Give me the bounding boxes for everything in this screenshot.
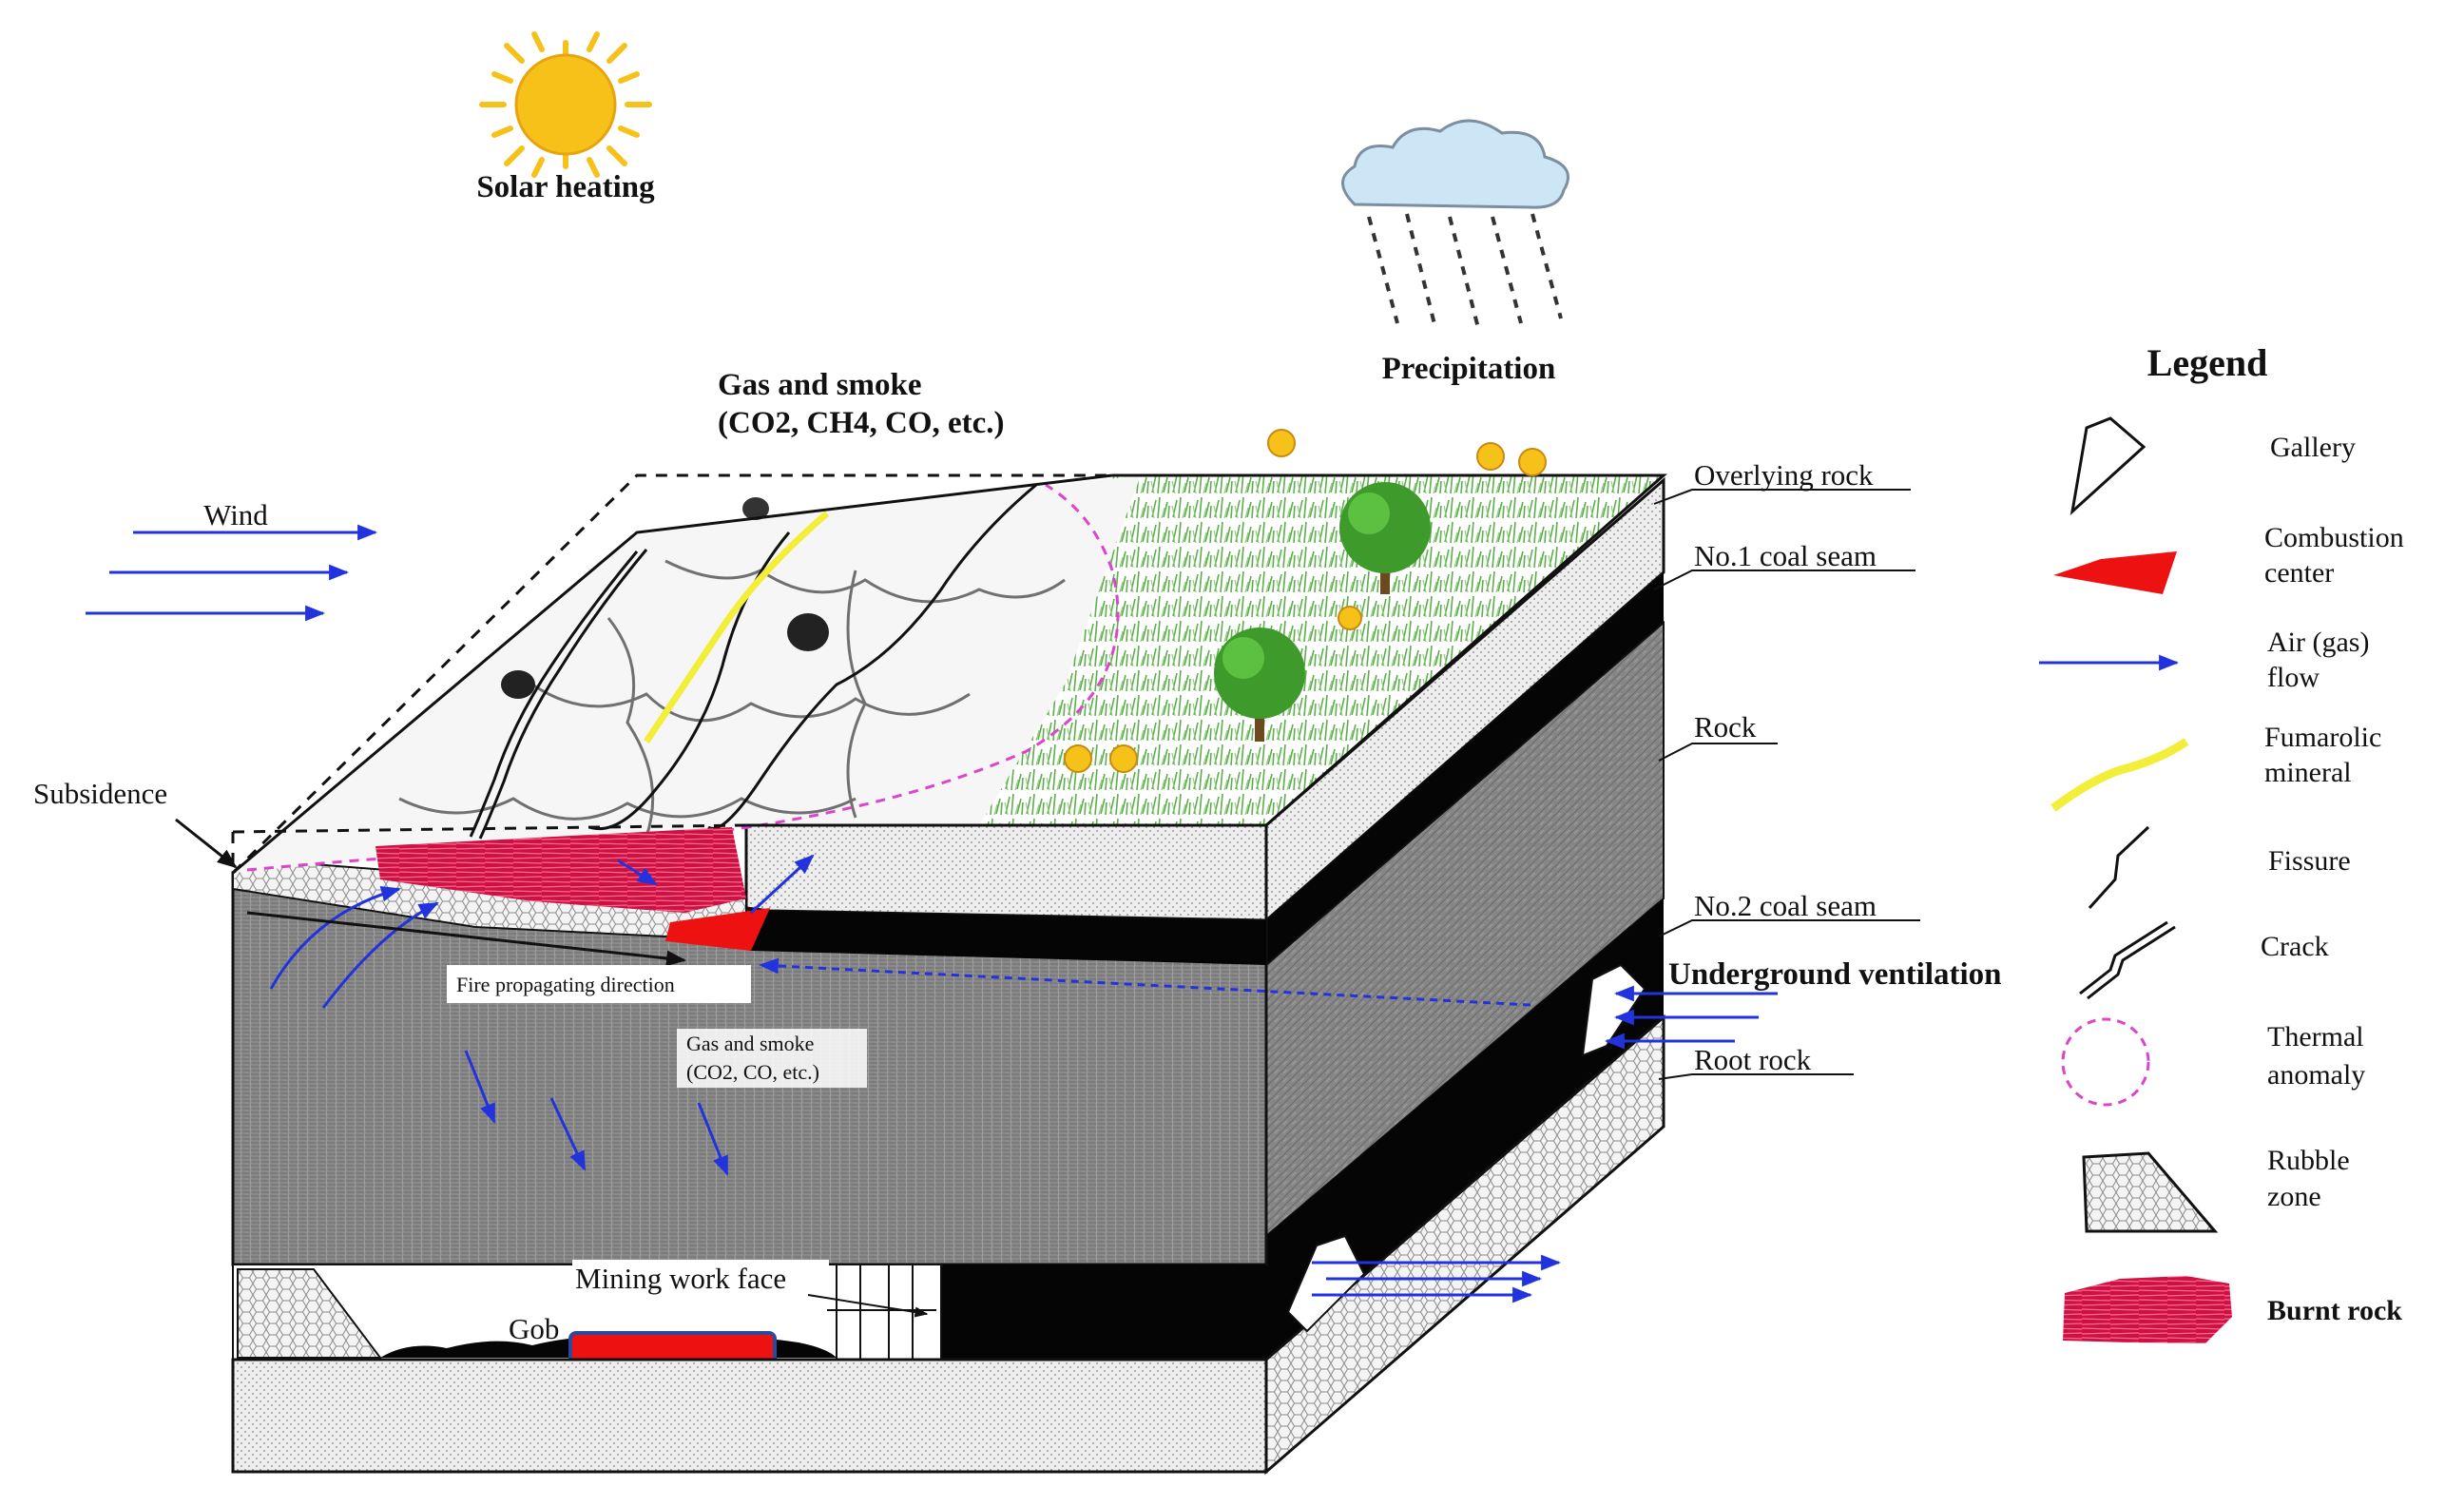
fumarolic-icon xyxy=(2050,738,2189,812)
smoke-blob xyxy=(501,670,535,699)
fire-propagating-label: Fire propagating direction xyxy=(456,973,675,996)
fumarolic-mineral xyxy=(644,511,830,743)
legend-label: Fissure xyxy=(2268,845,2351,877)
overlying-rock-label: Overlying rock xyxy=(1694,458,1874,492)
flower-icons xyxy=(1064,429,1547,773)
layer-leader-lines xyxy=(1653,489,1920,1080)
burnt-rock xyxy=(375,827,746,913)
mining-work-face-label: Mining work face xyxy=(575,1262,786,1295)
legend-rubble: Rubble zone xyxy=(2082,1145,2350,1233)
thermal-anomaly-icon xyxy=(2061,1017,2150,1107)
solar-heating-label: Solar heating xyxy=(476,170,655,204)
legend-label: Combustion xyxy=(2264,522,2404,553)
tree-icon xyxy=(1214,628,1305,742)
fire-label-box xyxy=(447,965,751,1003)
legend-label: center xyxy=(2264,557,2334,589)
gas-smoke-under-label-2: (CO2, CO, etc.) xyxy=(686,1060,819,1084)
legend-airflow: Air (gas) flow xyxy=(2039,627,2369,693)
no1-coal-seam-label: No.1 coal seam xyxy=(1694,539,1877,572)
combustion-icon xyxy=(2053,551,2177,594)
rock-label: Rock xyxy=(1694,710,1757,743)
block-front-face xyxy=(231,823,1268,1474)
original-surface-outline xyxy=(231,473,1141,875)
legend-title: Legend xyxy=(2147,341,2268,384)
gas-smoke-top-label-1: Gas and smoke xyxy=(718,368,922,402)
mining-label-box xyxy=(572,1260,829,1298)
legend-label: mineral xyxy=(2264,757,2352,788)
subsidence-arrow xyxy=(175,818,238,869)
subsidence-label: Subsidence xyxy=(33,777,167,810)
legend: Legend Gallery Combustion center Air (ga… xyxy=(2039,341,2404,1343)
cloud-icon xyxy=(1341,119,1569,209)
burnt-rock-icon xyxy=(2063,1276,2232,1343)
gallery-lower xyxy=(1286,1234,1366,1333)
gallery-icon xyxy=(2069,416,2146,516)
smoke-blob xyxy=(742,497,769,520)
rubble-zone-icon xyxy=(2082,1151,2219,1233)
wind-arrows xyxy=(86,524,378,622)
block-top-surface xyxy=(231,473,1667,913)
no2-coal-seam-label: No.2 coal seam xyxy=(1694,889,1877,922)
legend-label: anomaly xyxy=(2267,1059,2365,1091)
smoke-texture xyxy=(398,559,1066,838)
legend-label: flow xyxy=(2267,662,2320,693)
wind-label: Wind xyxy=(203,498,268,531)
legend-thermal: Thermal anomaly xyxy=(2061,1017,2365,1107)
legend-gallery: Gallery xyxy=(2069,416,2356,516)
tree-icon xyxy=(1339,482,1431,594)
thermal-anomaly xyxy=(246,483,1120,872)
fissure-icon xyxy=(2088,825,2150,910)
mining-arrow xyxy=(807,1294,929,1318)
gas-smoke-under-box xyxy=(677,1029,867,1088)
smoke-blob xyxy=(787,613,829,651)
legend-burnt: Burnt rock xyxy=(2063,1276,2402,1343)
legend-label: Fumarolic xyxy=(2264,722,2381,753)
crack-icon xyxy=(2079,920,2168,995)
legend-fissure: Fissure xyxy=(2088,825,2351,910)
legend-label: Crack xyxy=(2261,931,2329,962)
root-rock-label: Root rock xyxy=(1694,1043,1812,1076)
legend-label: zone xyxy=(2267,1181,2321,1212)
fire-propagation-arrow xyxy=(246,911,687,967)
legend-label: Rubble xyxy=(2267,1145,2350,1176)
gas-smoke-under-label-1: Gas and smoke xyxy=(686,1032,814,1055)
rain-icon xyxy=(1367,213,1563,329)
legend-label: Burnt rock xyxy=(2267,1295,2402,1326)
sun-icon xyxy=(479,31,652,178)
legend-label: Thermal xyxy=(2267,1021,2364,1052)
legend-fumarolic: Fumarolic mineral xyxy=(2050,722,2381,812)
block-side-face xyxy=(1264,476,1665,1476)
legend-label: Gallery xyxy=(2270,432,2356,463)
gas-smoke-top-label-2: (CO2, CH4, CO, etc.) xyxy=(718,406,1005,440)
combustion-center xyxy=(665,908,770,951)
legend-combustion: Combustion center xyxy=(2053,522,2404,594)
underground-ventilation-label: Underground ventilation xyxy=(1668,957,2002,992)
legend-label: Air (gas) xyxy=(2267,627,2369,658)
precipitation-label: Precipitation xyxy=(1382,352,1556,386)
gob-label: Gob xyxy=(509,1312,559,1345)
air-flow-arrows xyxy=(269,854,1778,1303)
legend-crack: Crack xyxy=(2079,920,2329,1000)
